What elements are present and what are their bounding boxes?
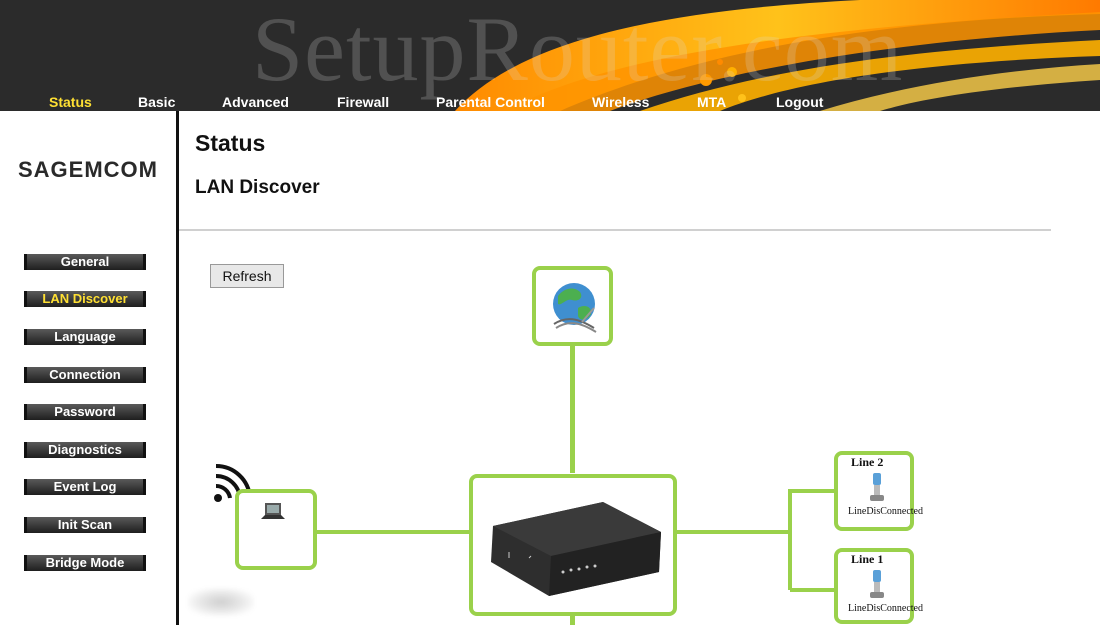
- laptop-icon: [261, 503, 285, 519]
- nav-mta[interactable]: MTA: [697, 94, 727, 110]
- phone-line-1-node[interactable]: Line 1 LineDisConnected: [834, 548, 923, 624]
- link-lines-vertical: [788, 489, 792, 590]
- link-line1: [790, 588, 836, 592]
- nav-parental-control[interactable]: Parental Control: [436, 94, 545, 110]
- sidebar-item-bridge-mode[interactable]: Bridge Mode: [24, 555, 146, 571]
- header-swoosh-graphic: [455, 0, 1100, 111]
- line-2-status: LineDisConnected: [848, 506, 923, 517]
- sidebar-item-lan-discover[interactable]: LAN Discover: [24, 291, 146, 307]
- section-title: LAN Discover: [195, 177, 320, 198]
- line-1-status: LineDisConnected: [848, 603, 923, 614]
- link-internet-router: [570, 343, 575, 473]
- top-navigation: Status Basic Advanced Firewall Parental …: [0, 92, 1100, 111]
- sidebar-item-init-scan[interactable]: Init Scan: [24, 517, 146, 533]
- phone-handset-icon: [870, 570, 884, 598]
- link-router-lines: [676, 530, 790, 534]
- nav-advanced[interactable]: Advanced: [222, 94, 289, 110]
- nav-basic[interactable]: Basic: [138, 94, 176, 110]
- phone-handset-icon: [870, 473, 884, 501]
- link-line2: [790, 489, 836, 493]
- sidebar-item-password[interactable]: Password: [24, 404, 146, 420]
- page-title: Status: [195, 130, 266, 156]
- blurred-area: [188, 588, 254, 616]
- link-router-bottom: [570, 612, 575, 625]
- line-1-label: Line 1: [851, 552, 884, 566]
- nav-status[interactable]: Status: [49, 94, 92, 110]
- line-2-label: Line 2: [851, 455, 884, 469]
- sidebar-item-general[interactable]: General: [24, 254, 146, 270]
- nav-logout[interactable]: Logout: [776, 94, 824, 110]
- router-icon: [491, 502, 661, 596]
- phone-line-2-node[interactable]: Line 2 LineDisConnected: [834, 451, 923, 531]
- sidebar-item-language[interactable]: Language: [24, 329, 146, 345]
- internet-node[interactable]: [532, 266, 613, 346]
- sidebar-divider: [176, 111, 179, 625]
- sidebar-item-event-log[interactable]: Event Log: [24, 479, 146, 495]
- sidebar-item-diagnostics[interactable]: Diagnostics: [24, 442, 146, 458]
- top-header: SetupRouter.com Status Basic Advanced Fi…: [0, 0, 1100, 111]
- lan-device-node[interactable]: [235, 489, 317, 570]
- brand-logo: SAGEMCOM: [18, 157, 158, 182]
- watermark-text: SetupRouter.com: [252, 0, 904, 100]
- content-separator: [179, 229, 1051, 231]
- refresh-button[interactable]: Refresh: [210, 264, 284, 288]
- nav-firewall[interactable]: Firewall: [337, 94, 390, 110]
- gateway-router-node[interactable]: [469, 474, 677, 616]
- sidebar-item-connection[interactable]: Connection: [24, 367, 146, 383]
- internet-globe-icon: [553, 283, 597, 333]
- nav-wireless[interactable]: Wireless: [592, 94, 650, 110]
- link-pc-router: [314, 530, 471, 534]
